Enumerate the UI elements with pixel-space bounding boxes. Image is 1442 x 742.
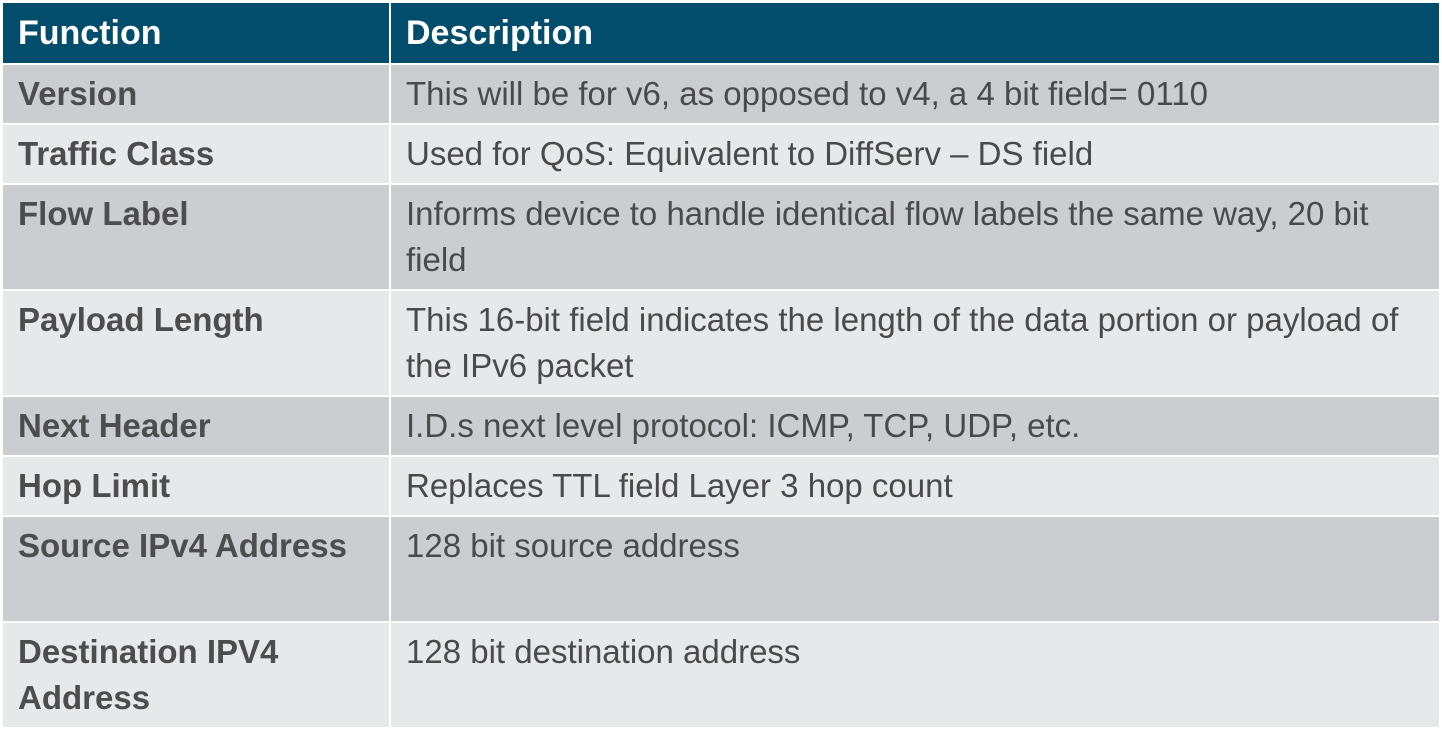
table-header-row: Function Description (3, 3, 1439, 63)
function-cell: Next Header (3, 395, 389, 455)
description-cell: Informs device to handle identical flow … (389, 183, 1439, 289)
column-header-function: Function (3, 3, 389, 63)
function-cell: Hop Limit (3, 455, 389, 515)
function-cell: Version (3, 63, 389, 123)
description-cell: This 16-bit field indicates the length o… (389, 289, 1439, 395)
table-row: Next Header I.D.s next level protocol: I… (3, 395, 1439, 455)
description-cell: 128 bit destination address (389, 621, 1439, 727)
function-cell: Destination IPV4 Address (3, 621, 389, 727)
table-row: Payload Length This 16-bit field indicat… (3, 289, 1439, 395)
ipv6-header-fields-table-container: Function Description Version This will b… (3, 3, 1439, 727)
function-cell: Payload Length (3, 289, 389, 395)
function-cell: Flow Label (3, 183, 389, 289)
table-row: Source IPv4 Address 128 bit source addre… (3, 515, 1439, 621)
description-cell: 128 bit source address (389, 515, 1439, 621)
table-row: Hop Limit Replaces TTL field Layer 3 hop… (3, 455, 1439, 515)
function-cell: Traffic Class (3, 123, 389, 183)
table-row: Traffic Class Used for QoS: Equivalent t… (3, 123, 1439, 183)
table-row: Destination IPV4 Address 128 bit destina… (3, 621, 1439, 727)
column-header-description: Description (389, 3, 1439, 63)
ipv6-header-fields-table: Function Description Version This will b… (3, 3, 1439, 727)
description-cell: This will be for v6, as opposed to v4, a… (389, 63, 1439, 123)
table-row: Version This will be for v6, as opposed … (3, 63, 1439, 123)
description-cell: Used for QoS: Equivalent to DiffServ – D… (389, 123, 1439, 183)
description-cell: Replaces TTL field Layer 3 hop count (389, 455, 1439, 515)
table-row: Flow Label Informs device to handle iden… (3, 183, 1439, 289)
description-cell: I.D.s next level protocol: ICMP, TCP, UD… (389, 395, 1439, 455)
function-cell: Source IPv4 Address (3, 515, 389, 621)
